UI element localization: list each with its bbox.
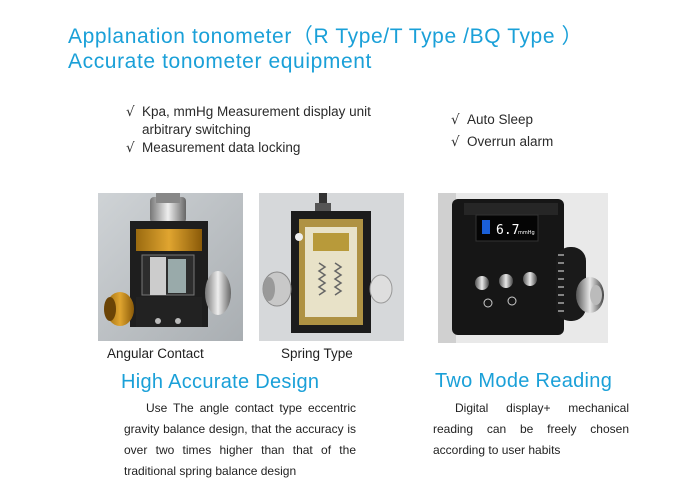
caption-angular-contact: Angular Contact [107,346,204,361]
feature-auto-sleep: √ Auto Sleep [451,111,533,129]
digital-display-photo: 6.7 mmHg [438,193,608,343]
feature-unit-switching: √ Kpa, mmHg Measurement display unit arbi… [126,103,371,139]
text-two-mode-reading: Digital display+ mechanical reading can … [433,401,629,457]
caption-spring-type: Spring Type [281,346,353,361]
feature-text: Auto Sleep [467,112,534,127]
check-icon: √ [451,112,460,128]
feature-data-locking: √ Measurement data locking [126,139,300,157]
page-title: Applanation tonometer（R Type/T Type /BQ … [68,25,584,48]
feature-text-continued: arbitrary switching [142,122,251,137]
angular-contact-photo [98,193,243,341]
feature-text: Kpa, mmHg Measurement display unit [142,104,371,119]
check-icon: √ [126,140,135,156]
page-subtitle: Accurate tonometer equipment [68,50,372,73]
heading-high-accurate-design: High Accurate Design [121,371,320,393]
text-high-accurate-design: Use The angle contact type eccentric gra… [124,401,356,478]
spring-type-photo [259,193,404,341]
feature-overrun-alarm: √ Overrun alarm [451,133,553,151]
display-value: 6.7 [496,223,519,238]
check-icon: √ [126,104,135,120]
feature-text: Measurement data locking [142,140,301,155]
display-unit: mmHg [518,230,535,236]
heading-two-mode-reading: Two Mode Reading [435,370,613,392]
feature-text: Overrun alarm [467,134,554,149]
check-icon: √ [451,134,460,150]
